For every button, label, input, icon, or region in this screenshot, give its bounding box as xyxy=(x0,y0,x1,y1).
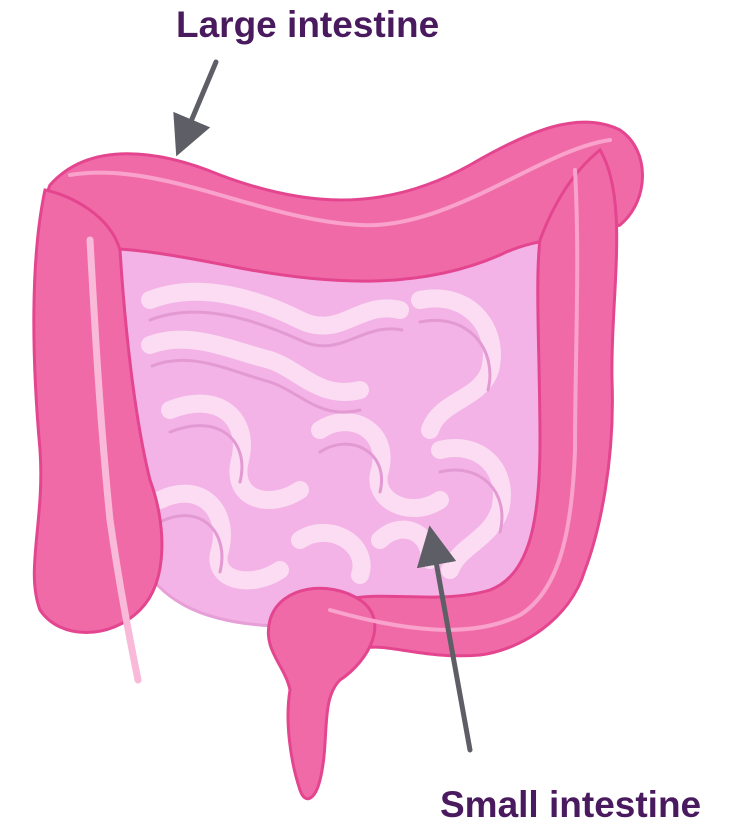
large-intestine-arrow xyxy=(184,62,216,138)
small-intestine-label: Small intestine xyxy=(440,786,701,823)
large-intestine-label: Large intestine xyxy=(176,6,439,43)
